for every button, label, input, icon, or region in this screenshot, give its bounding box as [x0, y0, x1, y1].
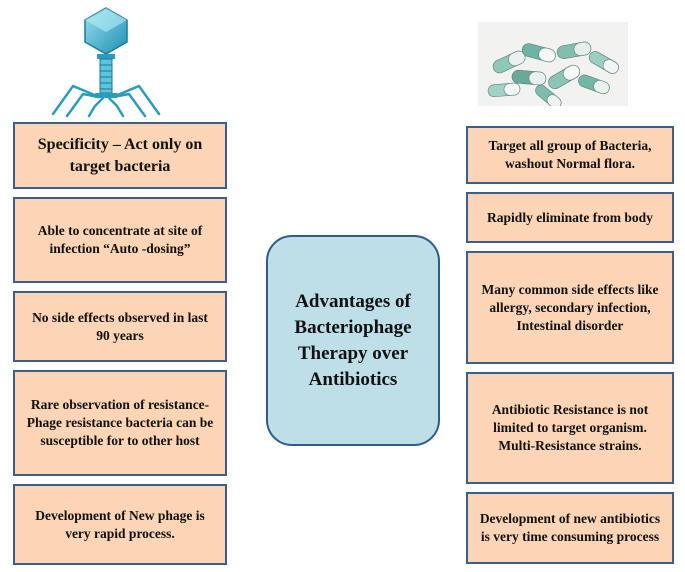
left-box-no-side-effects: No side effects observed in last 90 year… [13, 291, 227, 362]
right-box-antibiotic-resistance: Antibiotic Resistance is not limited to … [466, 372, 674, 484]
left-box-auto-dosing: Able to concentrate at site of infection… [13, 197, 227, 283]
right-box-side-effects: Many common side effects like allergy, s… [466, 251, 674, 364]
right-box-target-all-bacteria: Target all group of Bacteria, washout No… [466, 126, 674, 184]
bacteriophage-icon [51, 7, 161, 118]
left-box-rare-resistance: Rare observation of resistance- Phage re… [13, 370, 227, 476]
center-title-box: Advantages of Bacteriophage Therapy over… [266, 235, 440, 446]
capsules-pills-image [478, 22, 628, 106]
left-box-specificity: Specificity – Act only on target bacteri… [13, 122, 227, 189]
right-box-rapid-elimination: Rapidly eliminate from body [466, 192, 674, 243]
left-box-rapid-development: Development of New phage is very rapid p… [13, 484, 227, 565]
center-title: Advantages of Bacteriophage Therapy over… [294, 290, 412, 390]
right-box-slow-development: Development of new antibiotics is very t… [466, 492, 674, 564]
